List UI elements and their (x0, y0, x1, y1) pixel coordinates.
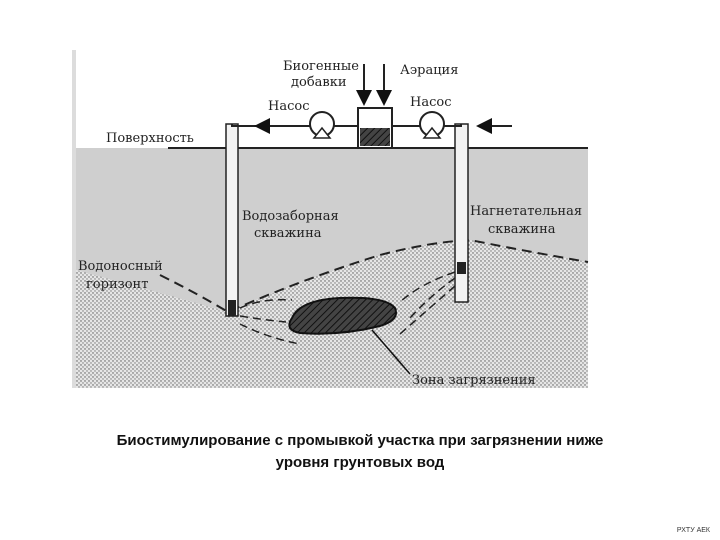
label-pump-right: Насос (410, 95, 451, 110)
watermark: РХТУ АЕК (676, 527, 710, 534)
pump-right-icon (419, 111, 445, 139)
label-surface: Поверхность (106, 131, 194, 146)
label-contamination-zone: Зона загрязнения (412, 373, 536, 388)
water-table-line (159, 238, 589, 314)
pipe-injection (444, 124, 462, 127)
contamination-pointer (371, 329, 411, 375)
label-extraction-well-1: Водозаборная (242, 209, 339, 224)
caption-line-1: Биостимулирование с промывкой участка пр… (116, 432, 604, 449)
injection-well (454, 123, 469, 303)
label-nutrients-2: добавки (291, 75, 347, 90)
caption-line-2: уровня грунтовых вод (275, 454, 445, 471)
bioremediation-diagram: Биогенные добавки Аэрация Насос Насос По… (72, 50, 589, 388)
groundwater-flow-lines (239, 271, 456, 345)
pump-left-icon (309, 111, 335, 139)
label-pump-left: Насос (268, 99, 309, 114)
contamination-plume (288, 296, 397, 335)
label-injection-well-1: Нагнетательная (470, 204, 582, 219)
label-extraction-well-2: скважина (254, 226, 322, 241)
mixing-tank (357, 107, 393, 149)
scan-edge (72, 50, 76, 388)
label-aquifer-2: горизонт (86, 277, 148, 292)
extraction-well (225, 123, 239, 317)
label-aquifer-1: Водоносный (78, 259, 163, 274)
label-nutrients-1: Биогенные (283, 59, 359, 74)
label-aeration: Аэрация (400, 63, 458, 78)
figure-caption: Биостимулирование с промывкой участка пр… (40, 430, 680, 474)
label-injection-well-2: скважина (488, 222, 556, 237)
pipe-extraction (231, 124, 310, 127)
